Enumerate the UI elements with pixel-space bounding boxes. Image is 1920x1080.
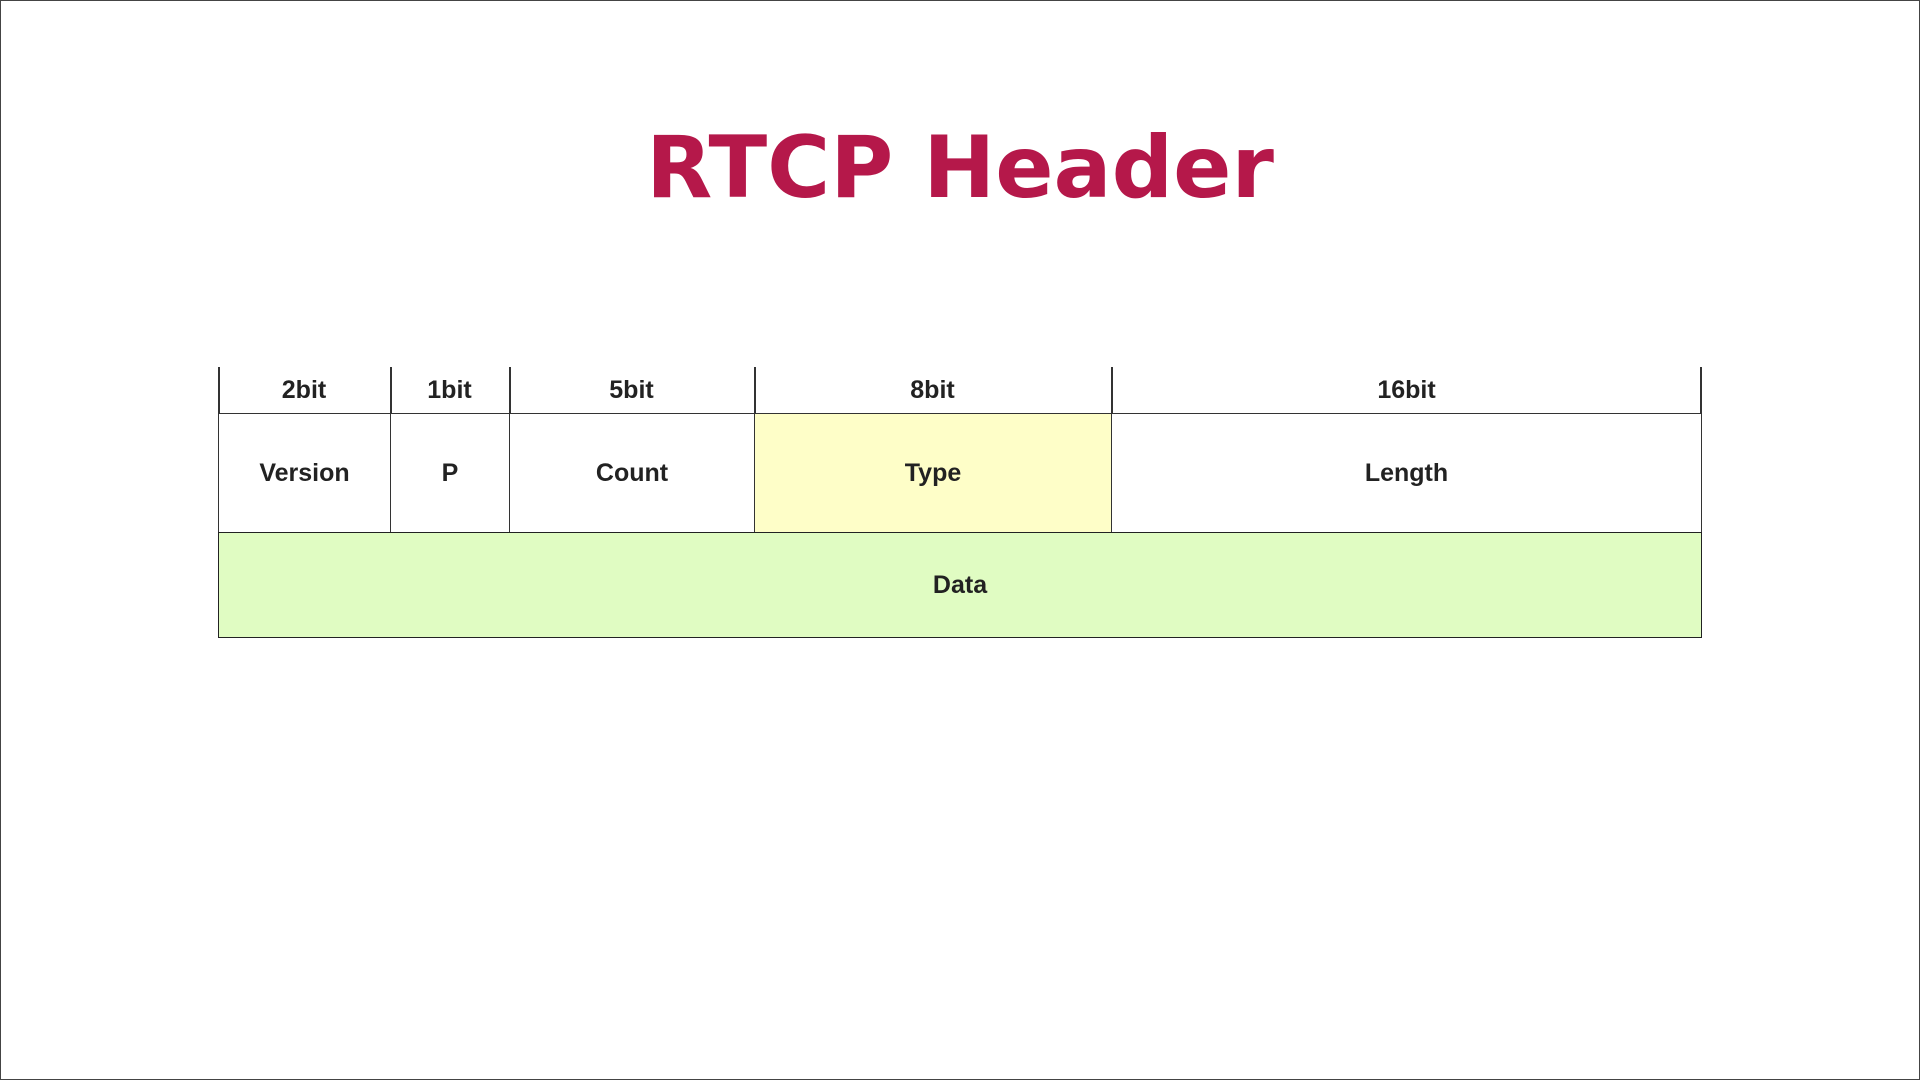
bit-divider — [754, 367, 756, 414]
data-row: Data — [218, 532, 1702, 638]
bit-width-count: 5bit — [609, 376, 654, 404]
bit-width-p: 1bit — [427, 376, 472, 404]
bit-divider — [1700, 367, 1702, 414]
bit-divider — [218, 367, 220, 414]
bit-width-type: 8bit — [910, 376, 955, 404]
field-count: Count — [509, 413, 755, 533]
field-length: Length — [1111, 413, 1702, 533]
rtcp-header-diagram: 2bit 1bit 5bit 8bit 16bit Version P Coun… — [218, 367, 1702, 640]
bit-divider — [1111, 367, 1113, 414]
field-version: Version — [218, 413, 391, 533]
diagram-title: RTCP Header — [646, 118, 1274, 218]
bit-divider — [509, 367, 511, 414]
field-p: P — [390, 413, 510, 533]
bit-width-version: 2bit — [281, 376, 327, 404]
field-row: Version P Count Type Length — [218, 413, 1702, 533]
bit-divider — [390, 367, 392, 414]
bit-width-length: 16bit — [1377, 376, 1436, 404]
field-type: Type — [754, 413, 1112, 533]
bit-width-row: 2bit 1bit 5bit 8bit 16bit — [218, 367, 1702, 414]
